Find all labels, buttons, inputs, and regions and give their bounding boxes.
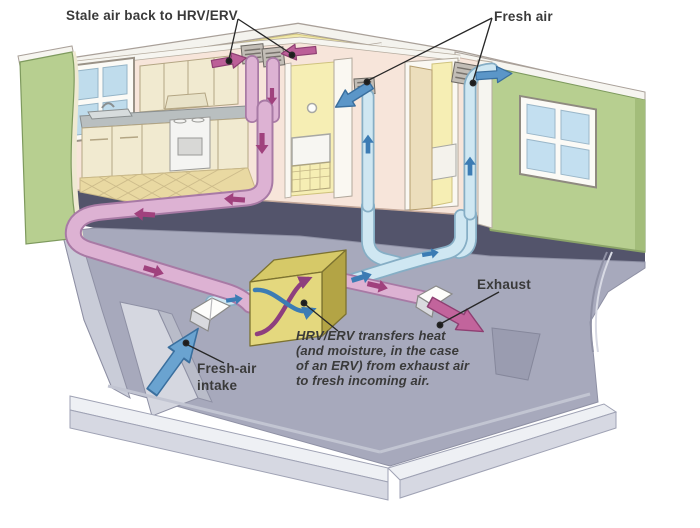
bedroom-door: [404, 57, 459, 211]
caption-line-3: of an ERV) from exhaust air: [296, 358, 470, 373]
exterior-wall-left: [17, 45, 84, 245]
stale-main-duct: [64, 99, 274, 314]
door-frame: [333, 57, 353, 199]
caption-line-1: HRV/ERV transfers heat: [296, 328, 446, 343]
fresh-supply-duct: [313, 209, 468, 297]
toilet-paper-holder: [306, 102, 318, 114]
hrv-heat-exchange-arrows: [252, 276, 317, 337]
bed: [431, 143, 457, 181]
intake-hood: [189, 297, 232, 332]
foundation-crack-highlight: [594, 251, 613, 353]
upper-cabinets: [139, 54, 239, 113]
green-wall-edge: [635, 98, 645, 252]
leader-lines: [182, 17, 500, 364]
stove: [169, 116, 211, 172]
exterior-window: [519, 94, 597, 189]
bathroom-left-trim: [284, 62, 292, 199]
label-fresh-air-intake-line1: Fresh-air: [197, 361, 257, 376]
label-fresh-air-intake: Fresh-air intake: [197, 360, 257, 394]
label-fresh-air-intake-line2: intake: [197, 378, 238, 393]
bathtub: [291, 133, 331, 167]
exhaust-hood: [415, 285, 454, 318]
corner-trim: [477, 59, 493, 229]
sink: [87, 102, 133, 120]
label-fresh-air: Fresh air: [494, 9, 553, 24]
label-stale-air: Stale air back to HRV/ERV: [66, 8, 238, 23]
range-hood: [164, 92, 209, 110]
label-exhaust: Exhaust: [477, 277, 531, 292]
foundation-crack: [589, 251, 608, 353]
green-gable: [19, 51, 79, 245]
concrete-slab: [69, 384, 618, 501]
caption-line-2: (and moisture, in the case: [296, 343, 459, 358]
caption-line-4: to fresh incoming air.: [296, 373, 430, 388]
caption-hrv-description: HRV/ERV transfers heat (and moisture, in…: [296, 328, 469, 388]
foundation-buttress-right: [491, 327, 541, 381]
fresh-riser-hall-stub: [361, 199, 405, 270]
door-leaf: [409, 65, 433, 211]
bathroom: [284, 57, 353, 199]
